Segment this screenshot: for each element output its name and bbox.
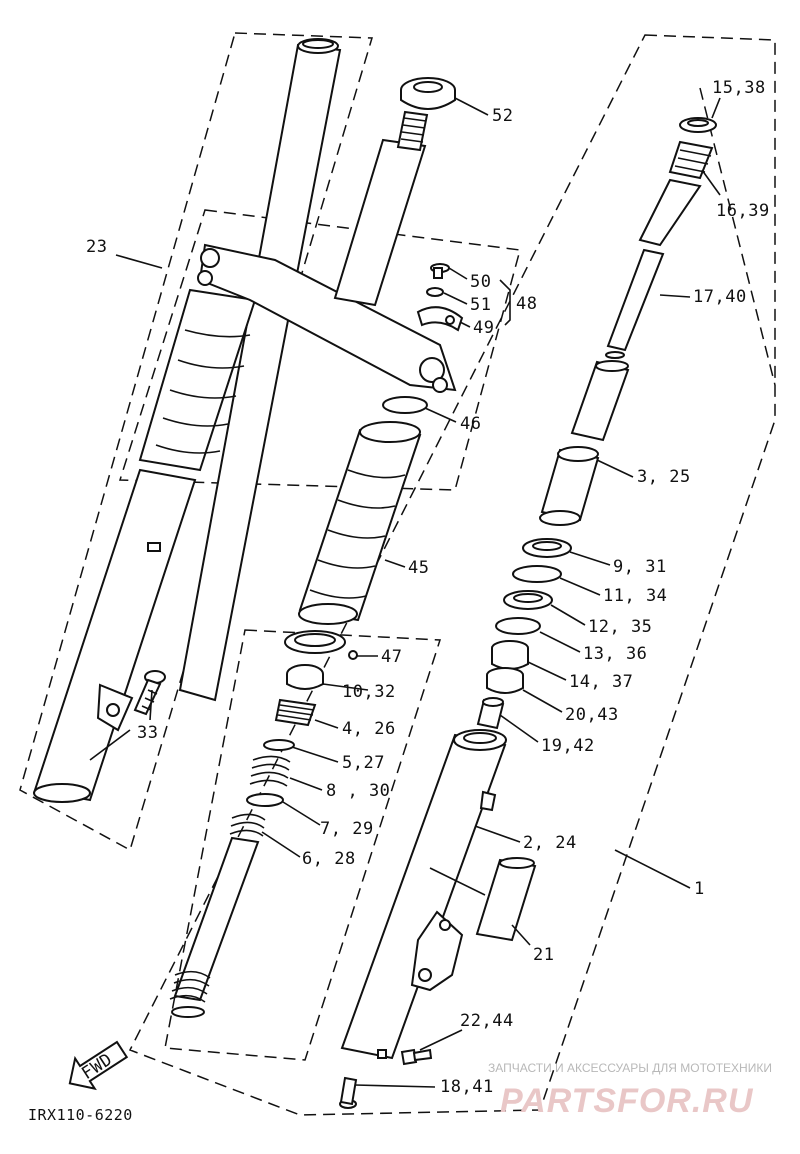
callout-4-26: 4, 26 — [342, 719, 396, 739]
left-fork-assembly — [33, 38, 457, 803]
callout-45: 45 — [408, 558, 429, 578]
callout-20-43: 20,43 — [565, 705, 619, 725]
callout-15-38: 15,38 — [712, 78, 766, 98]
callout-14-37: 14, 37 — [569, 672, 633, 692]
right-fork-group-boundary — [128, 34, 776, 1116]
dust-seal — [382, 396, 428, 414]
callout-7-29: 7, 29 — [320, 819, 374, 839]
callout-21: 21 — [533, 945, 554, 965]
callout-51: 51 — [470, 295, 491, 315]
callout-11-34: 11, 34 — [603, 586, 667, 606]
bracket-group-boundary — [118, 209, 521, 491]
axle-bolt — [133, 670, 166, 716]
callout-16-39: 16,39 — [716, 201, 770, 221]
watermark-logo: PARTSFOR.RU — [500, 1082, 754, 1120]
callout-52: 52 — [492, 106, 513, 126]
clamp-bolt-set — [416, 263, 464, 332]
callout-48: 48 — [516, 294, 537, 314]
callout-18-41: 18,41 — [440, 1077, 494, 1097]
callout-47: 47 — [381, 647, 402, 667]
fork-boot — [298, 421, 422, 625]
right-fork-inner-boundary — [699, 87, 776, 386]
callout-12-35: 12, 35 — [588, 617, 652, 637]
callout-23: 23 — [86, 237, 107, 257]
callout-1: 1 — [694, 879, 705, 899]
callout-3-25: 3, 25 — [637, 467, 691, 487]
callout-5-27: 5,27 — [342, 753, 385, 773]
drawing-code: IRX110-6220 — [28, 1106, 133, 1124]
callout-2-24: 2, 24 — [523, 833, 577, 853]
left-fork-group-boundary — [19, 32, 373, 852]
callout-10-32: 10,32 — [342, 682, 396, 702]
callout-50: 50 — [470, 272, 491, 292]
right-fork-exploded — [339, 117, 717, 1109]
leader-lines — [89, 97, 721, 1088]
callout-17-40: 17,40 — [693, 287, 747, 307]
callout-labels: 15,38 16,39 17,40 3, 25 9, 31 11, 34 12,… — [86, 78, 770, 1097]
callout-6-28: 6, 28 — [302, 849, 356, 869]
callout-33: 33 — [137, 723, 158, 743]
callout-8-30: 8 , 30 — [326, 781, 390, 801]
damper-group-boundary — [164, 629, 442, 1061]
callout-19-42: 19,42 — [541, 736, 595, 756]
callout-49: 49 — [473, 318, 494, 338]
damper-stack — [169, 630, 358, 1018]
callout-46: 46 — [460, 414, 481, 434]
callout-13-36: 13, 36 — [583, 644, 647, 664]
callout-9-31: 9, 31 — [613, 557, 667, 577]
watermark-caption: ЗАПЧАСТИ И АКСЕССУАРЫ ДЛЯ МОТОТЕХНИКИ — [488, 1061, 772, 1075]
fwd-arrow: FWD — [68, 1040, 129, 1091]
bearing-race — [400, 77, 456, 110]
callout-22-44: 22,44 — [460, 1011, 514, 1031]
